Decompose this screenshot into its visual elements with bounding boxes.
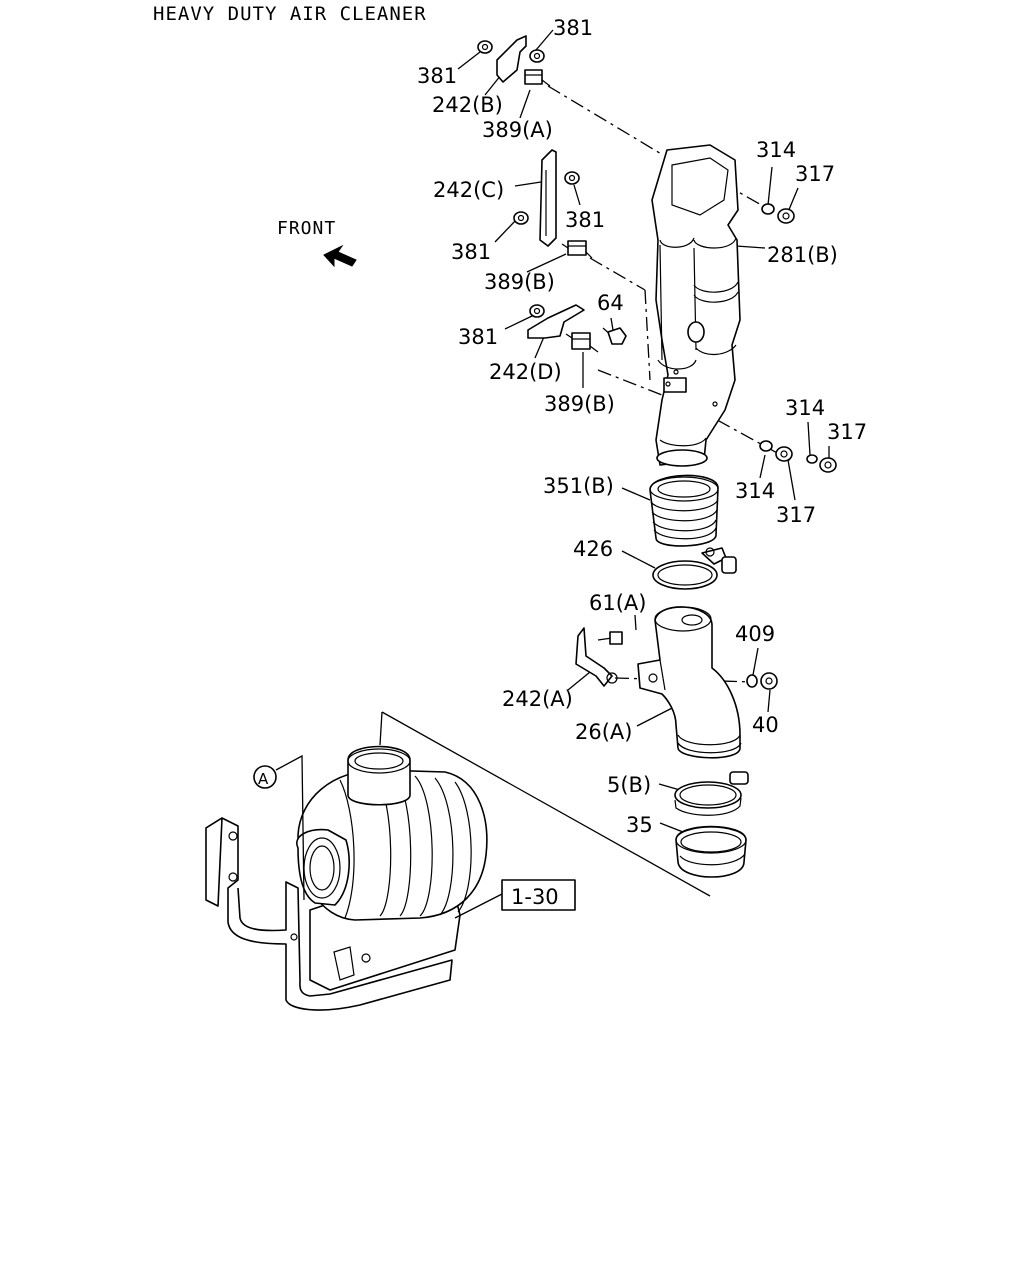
label-314: 314 xyxy=(735,479,775,503)
adapter-35 xyxy=(675,825,747,878)
label-281-b: 281(B) xyxy=(767,243,838,267)
label-351-b: 351(B) xyxy=(543,474,614,498)
diagram-title: HEAVY DUTY AIR CLEANER xyxy=(153,3,427,25)
label-314: 314 xyxy=(785,396,825,420)
bracket-242-c-assembly xyxy=(513,149,593,259)
front-label: FRONT xyxy=(277,218,336,239)
elbow-26-a xyxy=(637,606,742,759)
label-409: 409 xyxy=(735,622,775,646)
label-426: 426 xyxy=(573,537,613,561)
label-242-d: 242(D) xyxy=(489,360,562,384)
air-cleaner-assembly: A 1-30 xyxy=(205,711,711,1011)
part-labels: 381 381 242(B) 389(A) 242(C) 381 381 389… xyxy=(417,16,867,837)
label-242-c: 242(C) xyxy=(433,178,504,202)
label-40: 40 xyxy=(752,713,779,737)
label-389-b: 389(B) xyxy=(484,270,555,294)
label-381: 381 xyxy=(458,325,498,349)
label-381: 381 xyxy=(451,240,491,264)
callout-a-letter: A xyxy=(258,770,269,788)
bracket-242-d-assembly xyxy=(527,304,627,353)
label-317: 317 xyxy=(776,503,816,527)
label-317: 317 xyxy=(795,162,835,186)
front-indicator: FRONT xyxy=(277,218,357,268)
label-381: 381 xyxy=(553,16,593,40)
label-242-b: 242(B) xyxy=(432,93,503,117)
label-35: 35 xyxy=(626,813,653,837)
label-61-a: 61(A) xyxy=(589,591,646,615)
label-317: 317 xyxy=(827,420,867,444)
label-381: 381 xyxy=(417,64,457,88)
label-381: 381 xyxy=(565,208,605,232)
label-5-b: 5(B) xyxy=(607,773,651,797)
washers-nuts-314-317 xyxy=(759,440,837,473)
hose-351-b xyxy=(649,474,719,547)
clamp-426 xyxy=(652,547,737,590)
label-389-a: 389(A) xyxy=(482,118,553,142)
label-242-a: 242(A) xyxy=(502,687,573,711)
label-26-a: 26(A) xyxy=(575,720,632,744)
label-389-b: 389(B) xyxy=(544,392,615,416)
label-314: 314 xyxy=(756,138,796,162)
label-64: 64 xyxy=(597,291,624,315)
bracket-242-a-assembly xyxy=(575,627,778,690)
duct-281-b xyxy=(651,144,795,467)
clamp-5-b xyxy=(674,771,749,816)
front-arrow-icon xyxy=(323,244,357,268)
bracket-242-b-assembly xyxy=(477,35,551,87)
leader-lines xyxy=(457,29,830,833)
reference-1-30: 1-30 xyxy=(511,885,559,909)
